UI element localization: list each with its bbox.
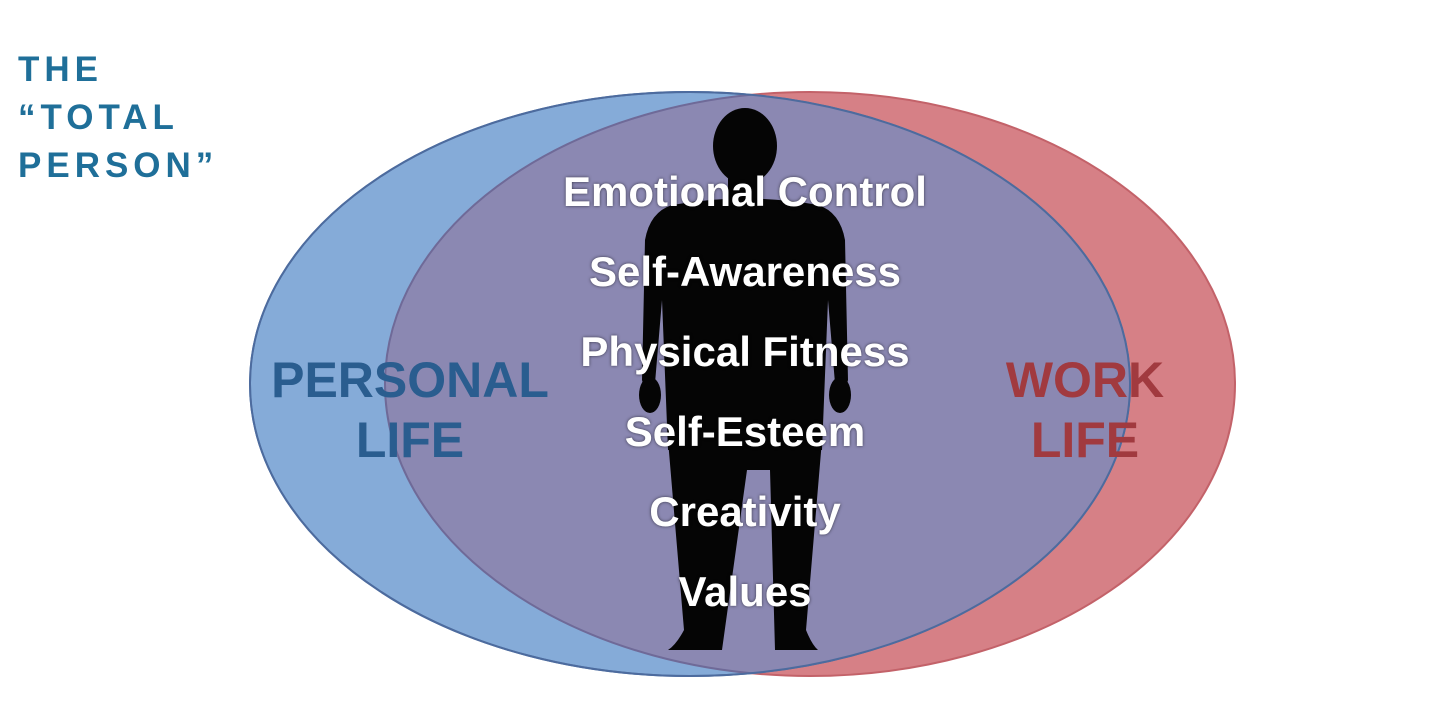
title-line: THE — [18, 50, 103, 89]
work-life-label: WORK LIFE — [970, 350, 1200, 470]
trait-item: Emotional Control — [563, 168, 927, 215]
trait-item: Creativity — [649, 488, 841, 535]
work-life-label-line: WORK — [1005, 352, 1165, 408]
work-life-label-line: LIFE — [1030, 412, 1140, 468]
person-silhouette-icon — [639, 108, 851, 650]
trait-item: Self-Esteem — [624, 408, 866, 455]
trait-item: Physical Fitness — [580, 328, 910, 375]
title-line: PERSON” — [18, 146, 219, 185]
personal-life-label: PERSONAL LIFE — [250, 350, 570, 470]
diagram-title: THE “TOTAL PERSON” — [18, 46, 218, 190]
trait-item: Self-Awareness — [588, 248, 902, 295]
trait-item: Values — [678, 568, 812, 615]
title-line: “TOTAL — [18, 98, 179, 137]
trait-list: Emotional Control Self-Awareness Physica… — [520, 152, 970, 632]
personal-life-label-line: PERSONAL — [271, 352, 549, 408]
personal-life-label-line: LIFE — [355, 412, 465, 468]
